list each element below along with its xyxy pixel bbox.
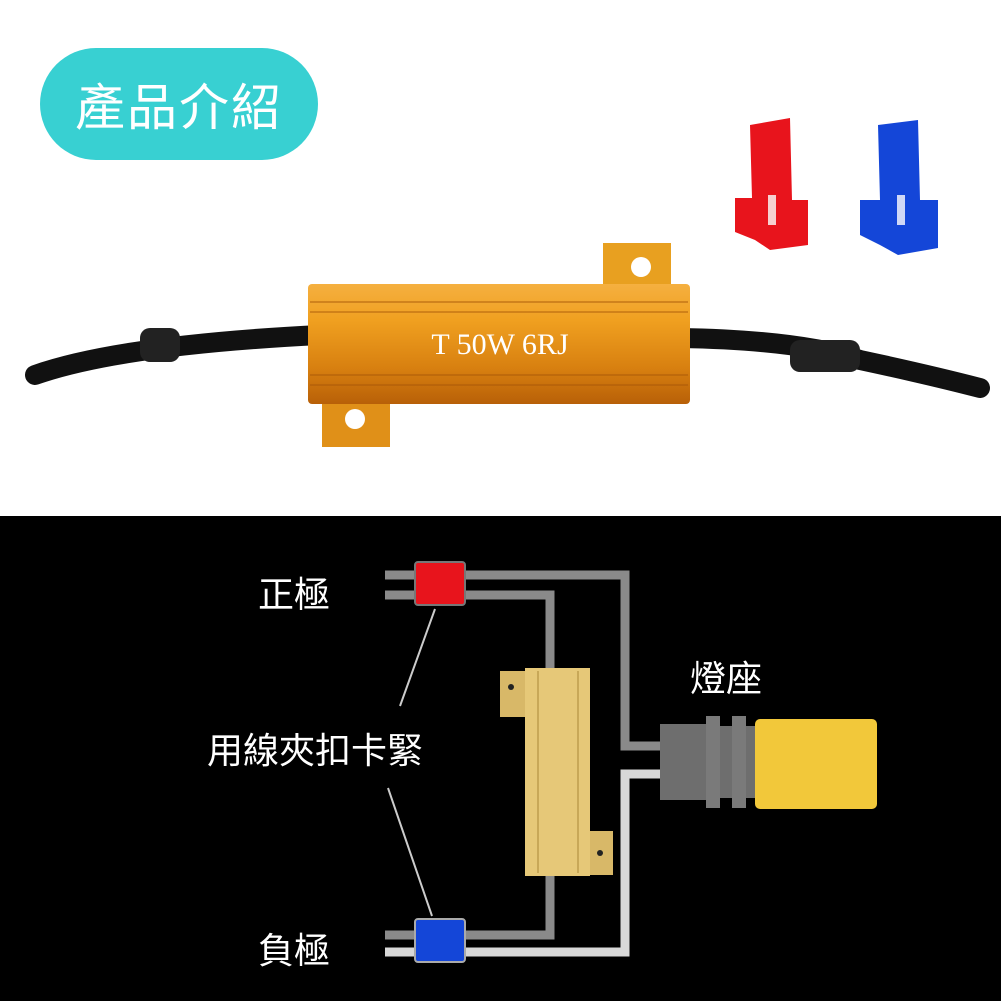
wire-gray-top [385,570,662,751]
wire-gray-resistor-bottom [385,874,555,940]
page-title: 產品介紹 [75,79,283,137]
resistor-icon [500,668,613,876]
negative-label: 負極 [258,931,331,972]
blue-wire-clip [860,120,938,255]
socket-label: 燈座 [690,659,763,700]
wire-gray-resistor-top [385,590,555,671]
wiring-diagram: 正極 用線夾扣卡緊 負極 燈座 [0,516,1001,1001]
blue-clip-icon [414,918,466,963]
clip-label: 用線夾扣卡緊 [207,731,424,772]
product-photo: T 50W 6RJ [25,118,990,447]
bulb-socket-icon [660,716,877,809]
resistor-body [308,284,690,404]
resistor-marking: T 50W 6RJ [431,328,569,361]
page-title-badge: 產品介紹 [40,48,318,160]
red-clip-icon [414,561,466,606]
wire-white-bottom [385,769,662,957]
positive-label: 正極 [258,575,331,616]
product-photo-area: T 50W 6RJ 產品介紹 [25,48,990,447]
red-wire-clip [735,118,808,250]
wiring-diagram-graphic [385,561,877,963]
